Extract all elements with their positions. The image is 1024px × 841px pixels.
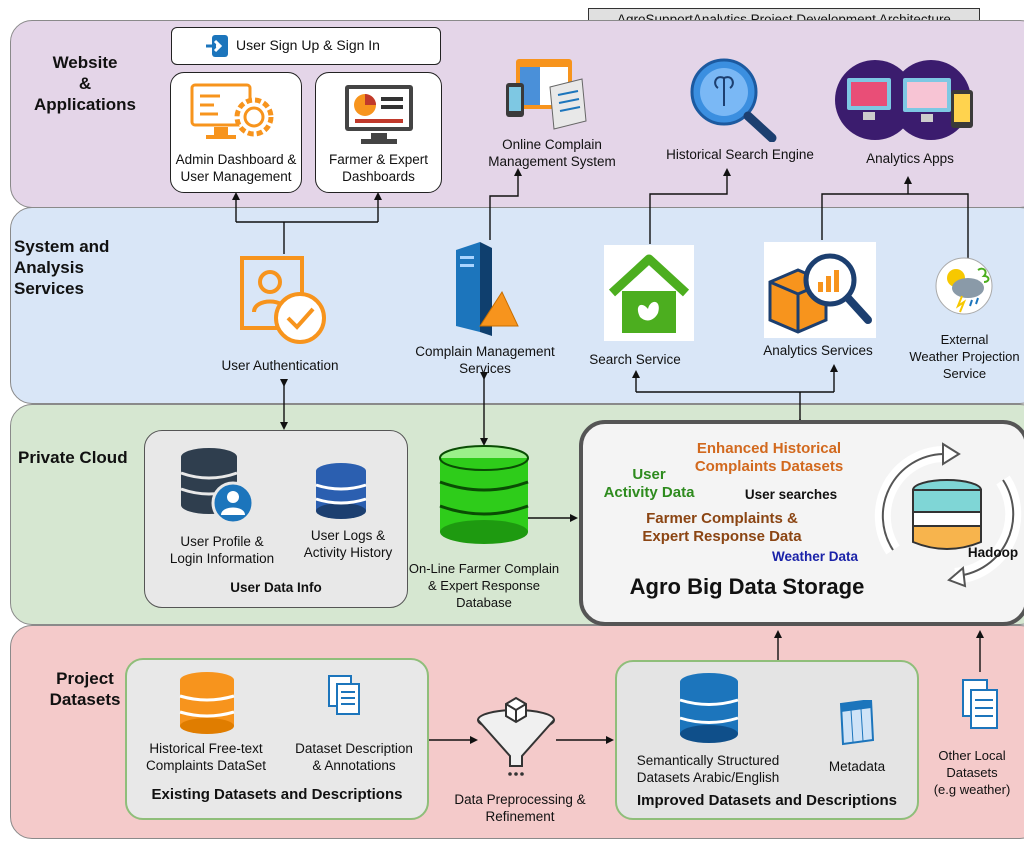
other-local-datasets-label[interactable]: Other Local Datasets (e.g weather) <box>933 748 1011 797</box>
complain-management-server-icon <box>456 242 519 336</box>
admin-dashboard-box[interactable]: Admin Dashboard & User Management <box>170 72 302 193</box>
analytics-services-icon <box>764 242 876 338</box>
user-profile-db-icon <box>180 448 255 525</box>
existing-datasets-title: Existing Datasets and Descriptions <box>151 786 403 803</box>
search-engine-icon <box>690 58 777 142</box>
improved-datasets-box[interactable]: Semantically Structured Datasets Arabic/… <box>615 660 919 820</box>
user-logs-label: User Logs & Activity History <box>303 528 393 560</box>
user-authentication-icon <box>240 256 326 344</box>
signin-box[interactable]: User Sign Up & Sign In <box>171 27 441 65</box>
farmer-dashboard-label: Farmer & Expert Dashboards <box>328 152 429 184</box>
complain-management-label[interactable]: Complain Management Services <box>415 344 555 376</box>
online-db-icon <box>439 445 529 544</box>
analytics-services-label[interactable]: Analytics Services <box>763 343 873 358</box>
improved-datasets-title: Improved Datasets and Descriptions <box>636 792 898 809</box>
data-preprocessing-funnel-icon <box>477 696 555 776</box>
user-data-info-title: User Data Info <box>230 580 322 595</box>
services-layer-title: System and Analysis Services <box>14 237 110 298</box>
farmer-dashboard-box[interactable]: Farmer & Expert Dashboards <box>315 72 442 193</box>
user-activity-text: User Activity Data <box>603 466 695 501</box>
farmer-dashboard-icon <box>345 85 413 144</box>
online-db-label: On-Line Farmer Complain & Expert Respons… <box>408 561 560 610</box>
historical-dataset-db-icon <box>179 672 235 734</box>
historical-dataset-label: Historical Free-text Complaints DataSet <box>145 741 267 773</box>
user-searches-text: User searches <box>744 487 838 502</box>
existing-datasets-box[interactable]: Historical Free-text Complaints DataSet … <box>125 658 429 820</box>
weather-service-icon <box>935 257 993 315</box>
agro-big-data-storage-box[interactable]: Enhanced Historical Complaints Datasets … <box>579 420 1024 626</box>
hadoop-label: Hadoop <box>967 545 1019 560</box>
analytics-apps-label[interactable]: Analytics Apps <box>866 151 954 166</box>
complain-system-label[interactable]: Online Complain Management System <box>488 137 616 169</box>
website-layer-title: Website & Applications <box>33 53 136 114</box>
search-service-label[interactable]: Search Service <box>589 352 681 367</box>
dataset-description-label: Dataset Description & Annotations <box>295 741 413 773</box>
user-profile-label: User Profile & Login Information <box>169 534 275 566</box>
storage-title: Agro Big Data Storage <box>629 574 865 599</box>
weather-data-text: Weather Data <box>771 549 859 564</box>
signin-icon <box>206 35 228 57</box>
cloud-layer-title: Private Cloud <box>18 448 128 467</box>
complain-system-icon <box>506 59 587 130</box>
user-data-info-box[interactable]: User Profile & Login Information User Lo… <box>144 430 408 608</box>
weather-service-label[interactable]: External Weather Projection Service <box>909 332 1020 381</box>
admin-gear-monitor-icon <box>190 83 274 139</box>
semantic-dataset-db-icon <box>679 673 739 743</box>
hadoop-cycle-icon <box>874 442 1022 588</box>
metadata-label: Metadata <box>828 759 886 774</box>
metadata-table-icon <box>839 700 875 746</box>
search-engine-label[interactable]: Historical Search Engine <box>666 147 814 162</box>
admin-dashboard-label: Admin Dashboard & User Management <box>175 152 297 184</box>
datasets-layer-title: Project Datasets <box>49 669 121 709</box>
user-logs-db-icon <box>315 463 367 519</box>
dataset-description-doc-icon <box>328 675 360 715</box>
data-preprocessing-label[interactable]: Data Preprocessing & Refinement <box>454 792 586 824</box>
signin-label: User Sign Up & Sign In <box>236 37 380 53</box>
other-local-datasets-doc-icon <box>962 679 998 729</box>
user-authentication-label[interactable]: User Authentication <box>221 358 339 373</box>
search-service-house-icon <box>604 245 694 341</box>
semantic-dataset-label: Semantically Structured Datasets Arabic/… <box>636 753 780 785</box>
analytics-apps-icon <box>835 60 973 140</box>
farmer-complaints-text: Farmer Complaints & Expert Response Data <box>642 510 802 545</box>
enhanced-datasets-text: Enhanced Historical Complaints Datasets <box>694 440 844 475</box>
